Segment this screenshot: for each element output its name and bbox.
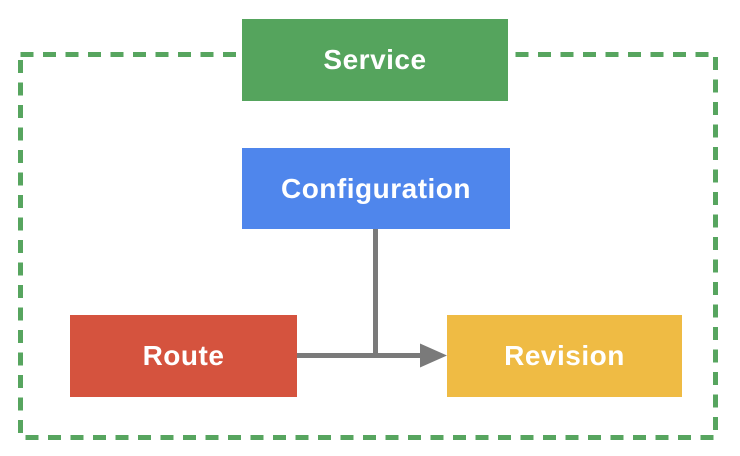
node-service: Service bbox=[242, 19, 508, 101]
node-service-label: Service bbox=[323, 44, 427, 75]
node-configuration: Configuration bbox=[242, 148, 510, 229]
node-route-label: Route bbox=[142, 340, 225, 371]
node-configuration-label: Configuration bbox=[280, 172, 472, 204]
arrowhead-icon bbox=[420, 343, 447, 368]
node-route: Route bbox=[70, 315, 297, 397]
node-revision-label: Revision bbox=[504, 340, 625, 371]
node-revision: Revision bbox=[447, 315, 682, 397]
